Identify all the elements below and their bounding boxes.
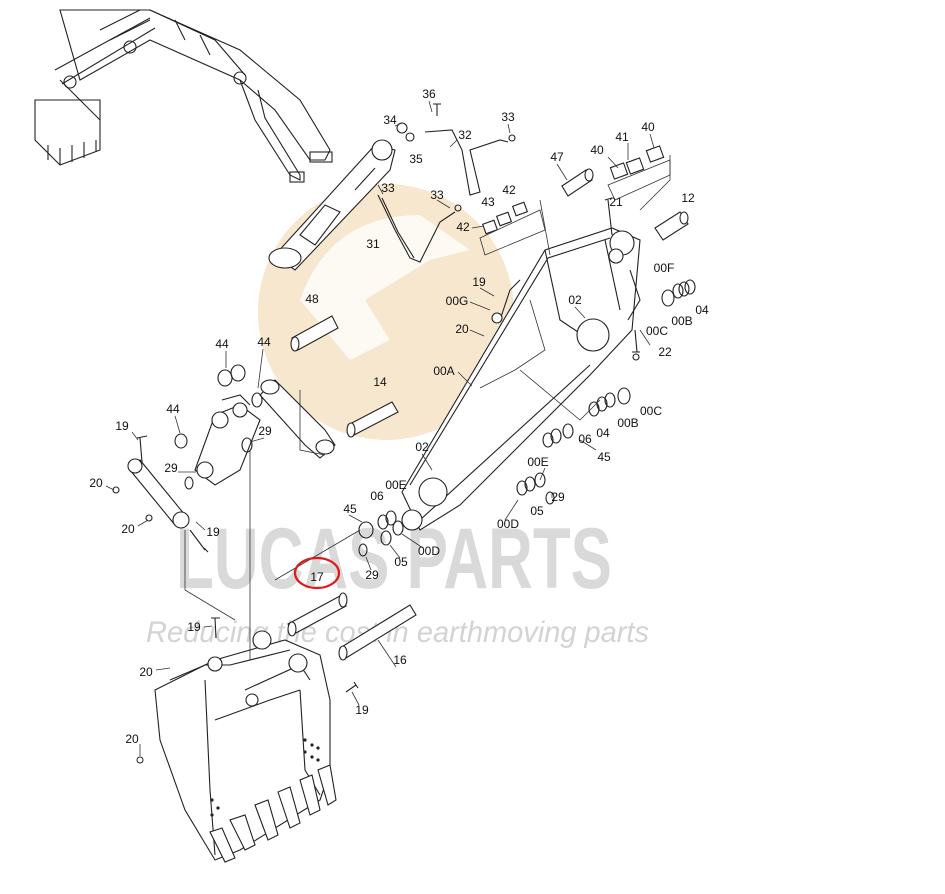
callout-c31: 31: [366, 237, 380, 251]
callout-c00Eb: 00E: [385, 478, 406, 492]
bucket: [136, 630, 337, 863]
callout-c00Ca: 00C: [646, 324, 668, 338]
callout-c45b: 45: [343, 502, 357, 516]
callout-c04a: 04: [695, 303, 709, 317]
seal-rings-lower: [358, 510, 404, 557]
hose-31: [377, 194, 462, 263]
callout-c12: 12: [681, 191, 695, 205]
callout-c20d: 20: [139, 665, 153, 679]
callout-c06b: 06: [370, 489, 384, 503]
callout-c44c: 44: [166, 402, 180, 416]
callout-c04b: 04: [596, 426, 610, 440]
callout-c19a: 19: [472, 275, 486, 289]
callout-c00Bb: 00B: [617, 416, 638, 430]
callout-c00Db: 00D: [418, 544, 440, 558]
callout-c42a: 42: [502, 183, 516, 197]
callout-c40b: 40: [590, 143, 604, 157]
callout-c00Cb: 00C: [640, 404, 662, 418]
callout-c41: 41: [615, 130, 629, 144]
bolt-22: [632, 329, 640, 361]
callout-c16: 16: [393, 653, 407, 667]
callout-c00F: 00F: [654, 261, 675, 275]
callout-c32: 32: [458, 128, 472, 142]
callout-c48: 48: [305, 292, 319, 306]
callout-c33c: 33: [430, 188, 444, 202]
callout-c36: 36: [422, 87, 436, 101]
callout-c21: 21: [609, 195, 623, 209]
callout-c29a: 29: [258, 424, 272, 438]
callout-c33a: 33: [501, 110, 515, 124]
callout-c43: 43: [481, 195, 495, 209]
callout-c20a: 20: [455, 322, 469, 336]
callout-c19e: 19: [355, 703, 369, 717]
callout-c20e: 20: [125, 732, 139, 746]
link-rod: [112, 435, 209, 553]
callout-c02b: 02: [415, 440, 429, 454]
callout-c42b: 42: [456, 220, 470, 234]
callout-c00Ea: 00E: [527, 455, 548, 469]
seal-rings-middle: [516, 387, 631, 505]
callout-c19c: 19: [206, 525, 220, 539]
pin-16: [338, 604, 417, 661]
highlight-circle-17: [293, 556, 341, 590]
callout-c19d: 19: [187, 620, 201, 634]
callout-c00Da: 00D: [497, 517, 519, 531]
callout-c17: 17: [310, 570, 324, 584]
callout-c44b: 44: [257, 335, 271, 349]
callout-c06a: 06: [578, 432, 592, 446]
plates-40-41: [607, 145, 671, 201]
callout-c00A: 00A: [433, 364, 454, 378]
callout-c34: 34: [383, 113, 397, 127]
pin-17: [287, 592, 348, 637]
bolt-21: [604, 197, 613, 236]
callout-c22: 22: [658, 345, 672, 359]
plates-42-43: [479, 201, 546, 256]
callout-labels: 36 34 33 32 35 47 41 40 40 33 33 43 42 42 21 12 31 19 00F 0…: [89, 87, 709, 746]
callout-c00Ba: 00B: [671, 314, 692, 328]
callout-c33b: 33: [381, 181, 395, 195]
pin-12: [654, 211, 689, 241]
callout-c29b: 29: [164, 461, 178, 475]
callout-c05a: 05: [530, 504, 544, 518]
callout-c47: 47: [550, 150, 564, 164]
callout-c44a: 44: [215, 337, 229, 351]
pin-48: [290, 315, 339, 352]
callout-c35: 35: [409, 152, 423, 166]
callout-c19b: 19: [115, 419, 129, 433]
callout-c29d: 29: [365, 568, 379, 582]
callout-c20c: 20: [121, 522, 135, 536]
callout-c05b: 05: [394, 555, 408, 569]
hose-32: [424, 129, 516, 196]
pin-14: [346, 401, 399, 438]
callout-c00G: 00G: [446, 294, 469, 308]
callout-c40a: 40: [641, 120, 655, 134]
bucket-link: [174, 364, 263, 490]
machine-overview-sketch: [34, 9, 333, 183]
bolt-19-lower: [211, 617, 359, 693]
link-plate: [259, 379, 336, 459]
pin-47: [561, 168, 594, 197]
callout-c20b: 20: [89, 476, 103, 490]
callout-c14: 14: [373, 375, 387, 389]
watermark: LUCAS PARTS Reducing the cost in earthmo…: [146, 184, 649, 649]
arm-00A: [401, 227, 641, 531]
callout-c02a: 02: [568, 293, 582, 307]
seal-rings-upper: [661, 279, 696, 307]
watermark-emblem-mark: [300, 215, 470, 360]
arm-cylinder: [268, 103, 441, 271]
leader-lines: [105, 100, 671, 756]
callout-c45a: 45: [597, 450, 611, 464]
watermark-brand: LUCAS PARTS: [176, 511, 612, 607]
callout-c29c: 29: [551, 490, 565, 504]
